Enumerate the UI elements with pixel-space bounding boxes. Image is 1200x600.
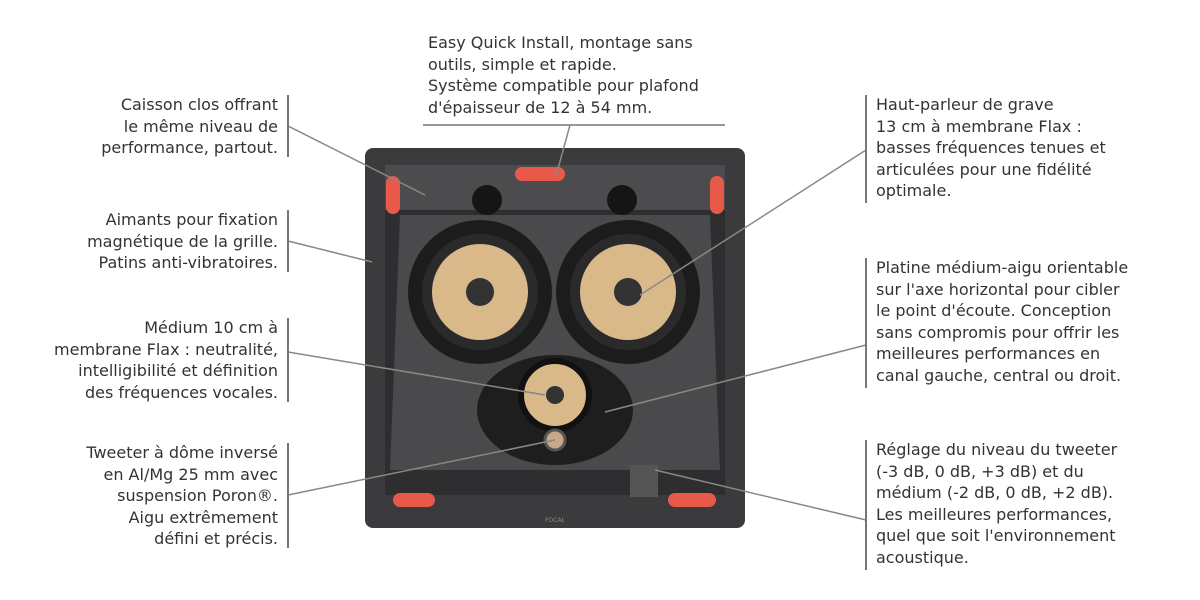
level-switches (630, 465, 658, 497)
annotation-line: sans compromis pour offrir les (876, 322, 1120, 342)
divider (287, 95, 289, 157)
annotation-line: quel que soit l'environnement (876, 526, 1116, 545)
annotation-line: médium (-2 dB, 0 dB, +2 dB). (876, 483, 1114, 502)
annotation-woofer: Haut-parleur de grave 13 cm à membrane F… (876, 94, 1106, 202)
annotation-line: Easy Quick Install, montage sans (428, 33, 693, 52)
annotation-level-adjust: Réglage du niveau du tweeter (-3 dB, 0 d… (876, 439, 1117, 568)
annotation-line: Réglage du niveau du tweeter (876, 440, 1118, 459)
annotation-line: basses fréquences tenues et (876, 138, 1106, 157)
divider (287, 443, 289, 548)
annotation-line: canal gauche, central ou droit. (876, 365, 1122, 385)
woofer-left (408, 220, 552, 364)
annotation-line: (-3 dB, 0 dB, +3 dB) et du (876, 461, 1084, 481)
annotation-line: articulées pour une fidélité (876, 159, 1092, 179)
annotation-line: suspension Poron®. (117, 486, 278, 505)
port-right (607, 185, 637, 215)
annotation-line: Caisson clos offrant (120, 95, 278, 114)
annotation-line: sur l'axe horizontal pour cibler (876, 279, 1120, 299)
leader-lines (287, 124, 867, 521)
annotation-magnets: Aimants pour fixation magnétique de la g… (87, 209, 278, 274)
annotation-line: Patins anti-vibratoires. (98, 253, 278, 272)
annotation-line: magnétique de la grille. (87, 231, 278, 251)
annotation-line: intelligibilité et définition (78, 361, 278, 380)
annotation-line: optimale. (876, 181, 952, 200)
divider (865, 95, 867, 203)
annotation-line: membrane Flax : neutralité, (54, 339, 278, 359)
divider (865, 258, 867, 388)
annotation-line: Haut-parleur de grave (876, 95, 1054, 114)
port-left (472, 185, 502, 215)
annotation-midrange: Médium 10 cm à membrane Flax : neutralit… (54, 317, 278, 403)
annotation-line: Tweeter à dôme inversé (86, 443, 278, 462)
annotation-line: Platine médium-aigu orientable (876, 258, 1129, 277)
annotation-pivoting-plate: Platine médium-aigu orientable sur l'axe… (876, 257, 1128, 386)
annotation-line: performance, partout. (101, 138, 278, 157)
annotation-line: le même niveau de (123, 116, 278, 136)
annotation-line: Aimants pour fixation (105, 210, 278, 229)
annotation-line: d'épaisseur de 12 à 54 mm. (428, 97, 653, 117)
annotation-line: des fréquences vocales. (84, 382, 278, 402)
annotation-line: outils, simple et rapide. (428, 54, 617, 74)
brand-mark: FOCAL (545, 517, 565, 524)
annotation-line: le point d'écoute. Conception (876, 301, 1112, 320)
mounting-clips (386, 167, 724, 507)
annotation-line: défini et précis. (154, 529, 278, 548)
annotation-line: Système compatible pour plafond (428, 76, 699, 95)
annotation-line: acoustique. (876, 547, 969, 567)
annotation-line: en Al/Mg 25 mm avec (103, 464, 278, 484)
divider (287, 210, 289, 272)
annotation-easy-install: Easy Quick Install, montage sans outils,… (428, 32, 699, 118)
woofer-right (556, 220, 700, 364)
annotation-tweeter: Tweeter à dôme inversé en Al/Mg 25 mm av… (86, 442, 278, 550)
annotation-line: meilleures performances en (876, 344, 1101, 363)
annotation-line: 13 cm à membrane Flax : (876, 116, 1082, 136)
divider (287, 318, 289, 402)
annotation-closed-box: Caisson clos offrant le même niveau de p… (101, 94, 278, 159)
annotation-line: Les meilleures performances, (876, 504, 1113, 524)
annotation-line: Médium 10 cm à (144, 318, 278, 337)
annotation-line: Aigu extrêmement (128, 507, 278, 527)
divider (865, 440, 867, 570)
